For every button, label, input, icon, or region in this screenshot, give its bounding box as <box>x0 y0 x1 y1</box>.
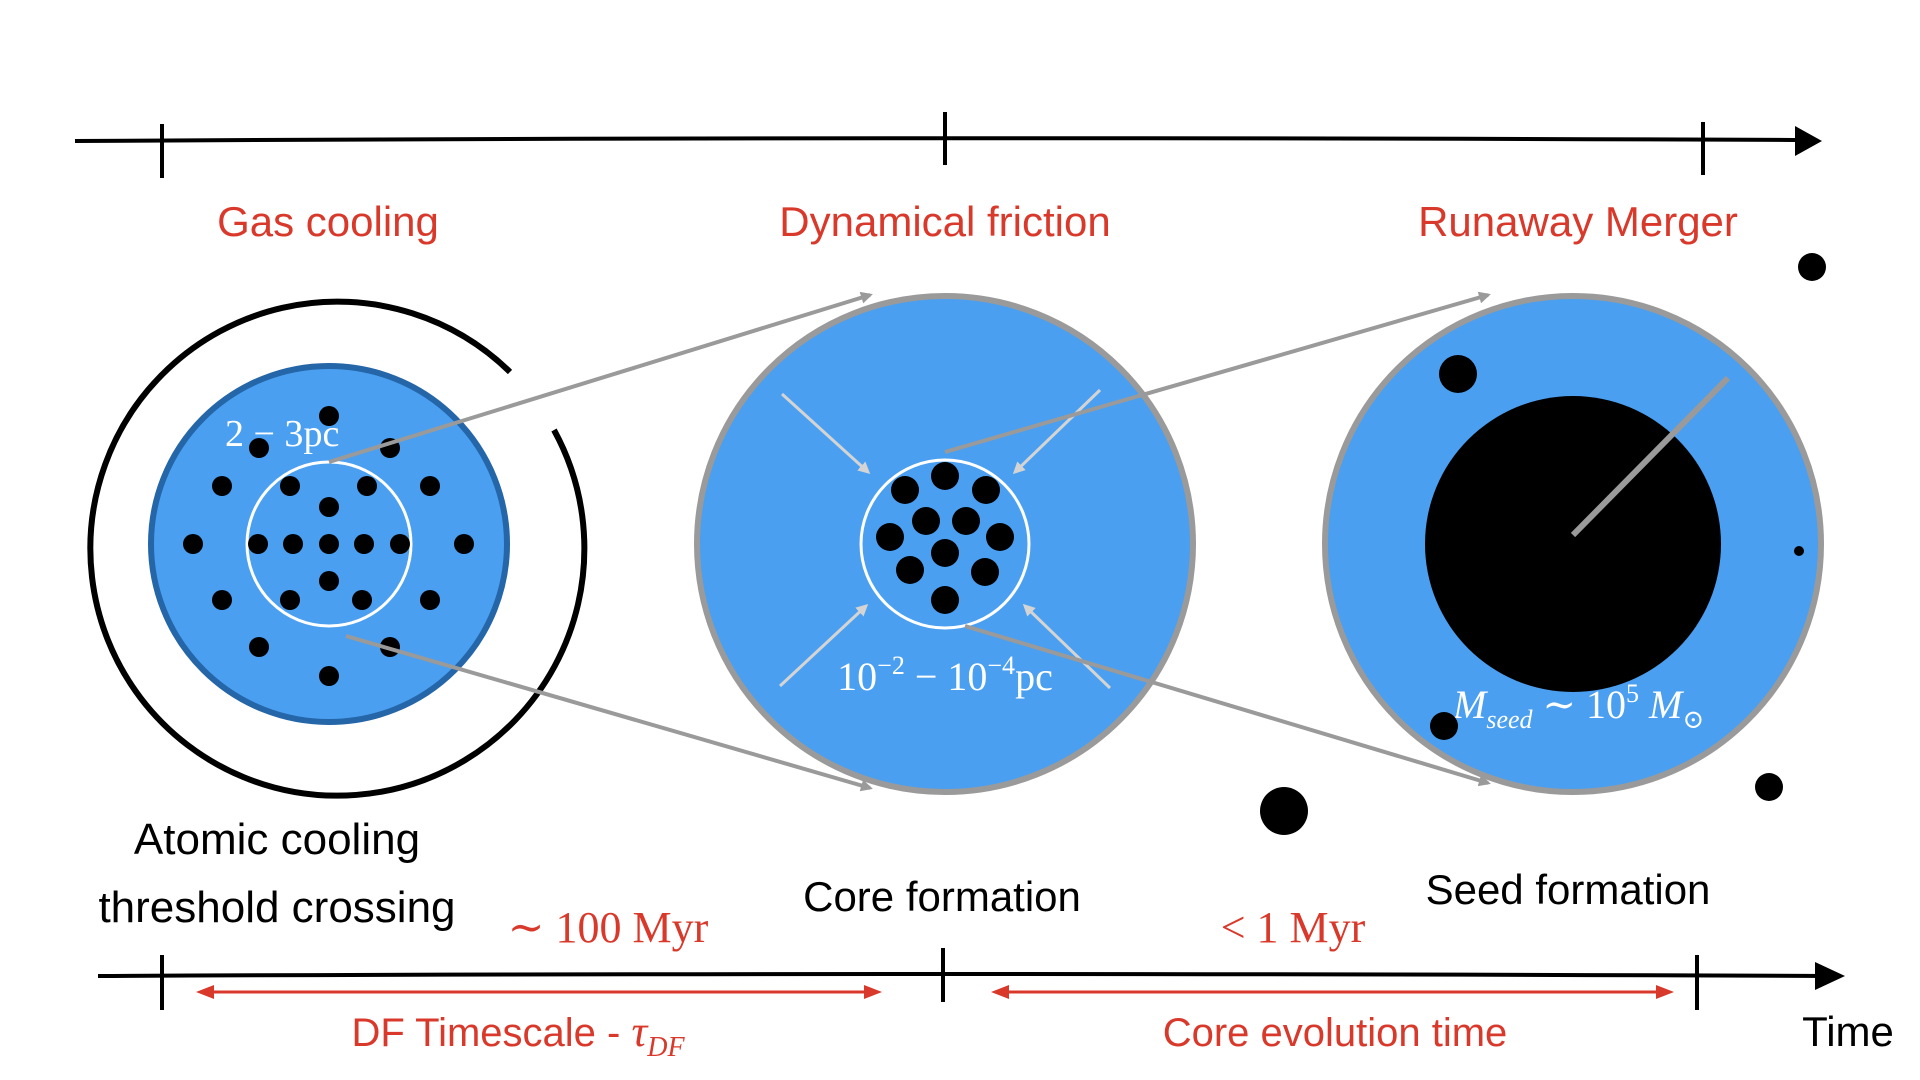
caption-threshold-crossing: threshold crossing <box>98 883 455 932</box>
stage-label-gas-cooling: Gas cooling <box>217 198 439 245</box>
cluster-dot <box>212 590 232 610</box>
core-time-value: < 1 Myr <box>1221 903 1366 952</box>
core-scale-label: 10−2 − 10−4pc <box>837 651 1053 699</box>
core-evolution-label: Core evolution time <box>1163 1011 1508 1055</box>
stage-label-dynamical-friction: Dynamical friction <box>779 198 1110 245</box>
df-time-value: ∼ 100 Myr <box>508 903 709 952</box>
cluster-dot <box>1755 773 1783 801</box>
cluster-dot <box>352 590 372 610</box>
caption-seed-formation: Seed formation <box>1426 866 1711 913</box>
cluster-dot <box>283 534 303 554</box>
zoom-arrow-upper <box>944 291 1491 454</box>
cluster-dot <box>248 534 268 554</box>
cluster-dot <box>249 637 269 657</box>
cluster-dot <box>1798 253 1826 281</box>
cluster-dot <box>1430 712 1458 740</box>
cluster-dot <box>986 523 1014 551</box>
cluster-dot <box>912 507 940 535</box>
zoom-lines-2 <box>944 291 1491 787</box>
inflow-arrow <box>780 392 871 475</box>
zoom-arrow-lower <box>345 634 873 792</box>
caption-core-formation: Core formation <box>803 873 1081 920</box>
cluster-dot <box>1260 787 1308 835</box>
dense-core <box>859 458 1031 630</box>
cluster-dot <box>319 406 339 426</box>
scattered-clusters <box>1260 253 1826 835</box>
cluster-dot <box>931 462 959 490</box>
zoom-arrow-upper <box>328 291 873 464</box>
zoom-lines-1 <box>328 291 873 792</box>
top-timeline <box>74 112 1822 178</box>
time-axis-label: Time <box>1802 1008 1894 1055</box>
core-panel: 10−2 − 10−4pc <box>694 293 1196 795</box>
cluster-dot <box>319 534 339 554</box>
seed-mass-label: Mseed ∼ 105 M⊙ <box>1452 679 1704 734</box>
cluster-dot <box>1794 546 1804 556</box>
zoom-arrow-lower <box>964 624 1491 787</box>
cluster-dot <box>319 666 339 686</box>
cluster-dot <box>280 476 300 496</box>
cluster-dot <box>891 476 919 504</box>
core-star-clusters <box>876 462 1014 614</box>
df-timescale-label: DF Timescale - τDF <box>351 1007 685 1063</box>
cluster-dot <box>420 590 440 610</box>
cluster-dot <box>319 571 339 591</box>
inflow-arrow <box>1022 603 1112 690</box>
cluster-dot <box>931 539 959 567</box>
caption-atomic-cooling: Atomic cooling <box>134 815 420 864</box>
top-timeline-arrowhead <box>1795 126 1822 156</box>
inflow-arrow <box>778 603 869 688</box>
halo-scale-label: 2 − 3pc <box>225 413 339 455</box>
bottom-timeline <box>97 948 1845 1010</box>
stage-label-runaway-merger: Runaway Merger <box>1418 198 1738 245</box>
cluster-dot <box>420 476 440 496</box>
cluster-dot <box>896 556 924 584</box>
black-hole-seed <box>1425 396 1721 692</box>
bottom-timeline-arrowhead <box>1815 962 1845 990</box>
cluster-dot <box>971 558 999 586</box>
cluster-dot <box>390 534 410 554</box>
cluster-dot <box>1439 355 1477 393</box>
cluster-dot <box>952 507 980 535</box>
cluster-dot <box>249 438 269 458</box>
cluster-dot <box>354 534 374 554</box>
cluster-dot <box>972 476 1000 504</box>
inflow-arrow <box>1012 388 1102 475</box>
radius-indicator <box>1570 375 1731 538</box>
cluster-dot <box>212 476 232 496</box>
cluster-dot <box>931 586 959 614</box>
halo-panel: 2 − 3pc <box>87 298 588 799</box>
cluster-dot <box>319 497 339 517</box>
seed-panel: Mseed ∼ 105 M⊙ <box>1322 293 1824 795</box>
cluster-dot <box>280 590 300 610</box>
cluster-dot <box>183 534 203 554</box>
cluster-dot <box>454 534 474 554</box>
cluster-dot <box>876 523 904 551</box>
cluster-dot <box>357 476 377 496</box>
halo-outer-ring <box>87 298 588 799</box>
